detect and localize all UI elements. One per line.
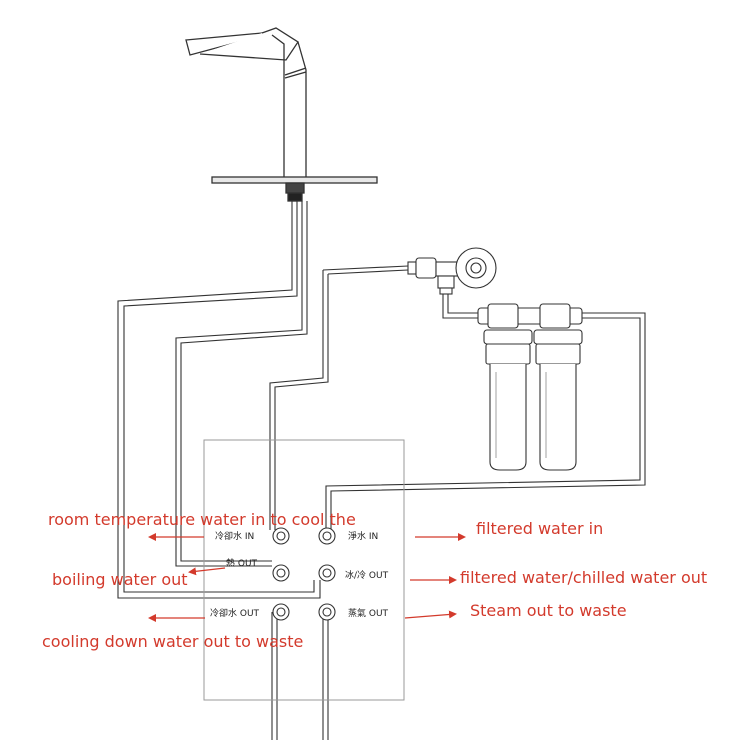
annotation-boiling-out: boiling water out [52, 570, 188, 589]
port-label-filtered-in: 淨水 IN [348, 530, 378, 542]
port-label-cool-out: 冷卻水 OUT [210, 607, 260, 619]
flow-arrows [148, 533, 466, 622]
port-connectors [272, 527, 336, 621]
annotation-filtered-chilled-out: filtered water/chilled water out [460, 568, 708, 587]
port-label-steam-out: 蒸氣 OUT [348, 607, 389, 619]
water-filter [477, 303, 583, 471]
pipes [117, 200, 646, 740]
annotation-steam-out: Steam out to waste [470, 601, 627, 620]
annotation-cooling-out: cooling down water out to waste [42, 632, 304, 651]
faucet [185, 27, 378, 202]
port-label-hot-out: 熱 OUT [226, 557, 258, 569]
angle-valve [407, 247, 497, 295]
port-label-chill-out: 冰/冷 OUT [345, 569, 389, 581]
port-label-cool-in: 冷卻水 IN [215, 530, 254, 542]
annotation-room-temp-in: room temperature water in to cool the [48, 510, 356, 529]
water-heater-box [203, 439, 405, 701]
annotation-filtered-in: filtered water in [476, 519, 604, 538]
